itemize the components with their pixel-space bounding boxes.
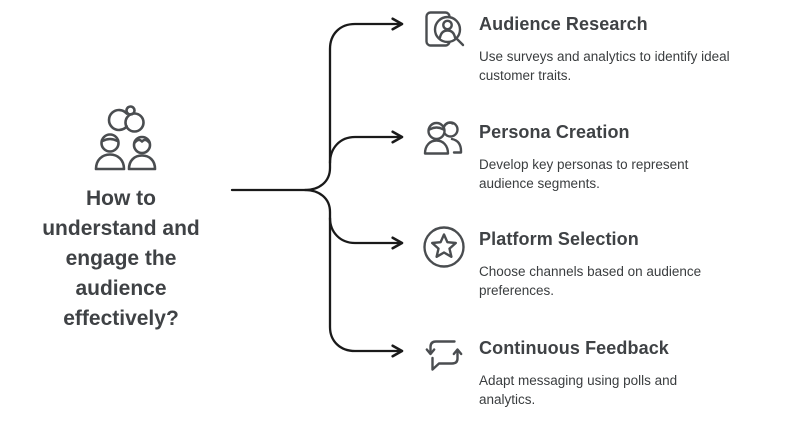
branch-line-2 [328, 130, 404, 165]
item-description: Adapt messaging using polls and analytic… [479, 373, 678, 407]
audience-people-icon [94, 105, 157, 171]
item-description: Choose channels based on audience prefer… [479, 264, 702, 298]
chat-loop-icon [425, 340, 463, 371]
item-description: Develop key personas to represent audien… [479, 157, 689, 191]
profile-search-icon [425, 11, 465, 47]
branch-line-4 [303, 188, 404, 358]
item-title: Audience Research [479, 14, 648, 34]
item-title: Continuous Feedback [479, 338, 669, 358]
item-title: Platform Selection [479, 229, 639, 249]
two-users-icon [423, 121, 463, 155]
star-circle-icon [423, 226, 465, 268]
root-question-text: How to understand and engage the audienc… [42, 187, 200, 330]
branch-line-3 [328, 216, 404, 250]
item-description: Use surveys and analytics to identify id… [479, 49, 730, 83]
item-title: Persona Creation [479, 122, 630, 142]
branch-line-1 [303, 17, 404, 192]
